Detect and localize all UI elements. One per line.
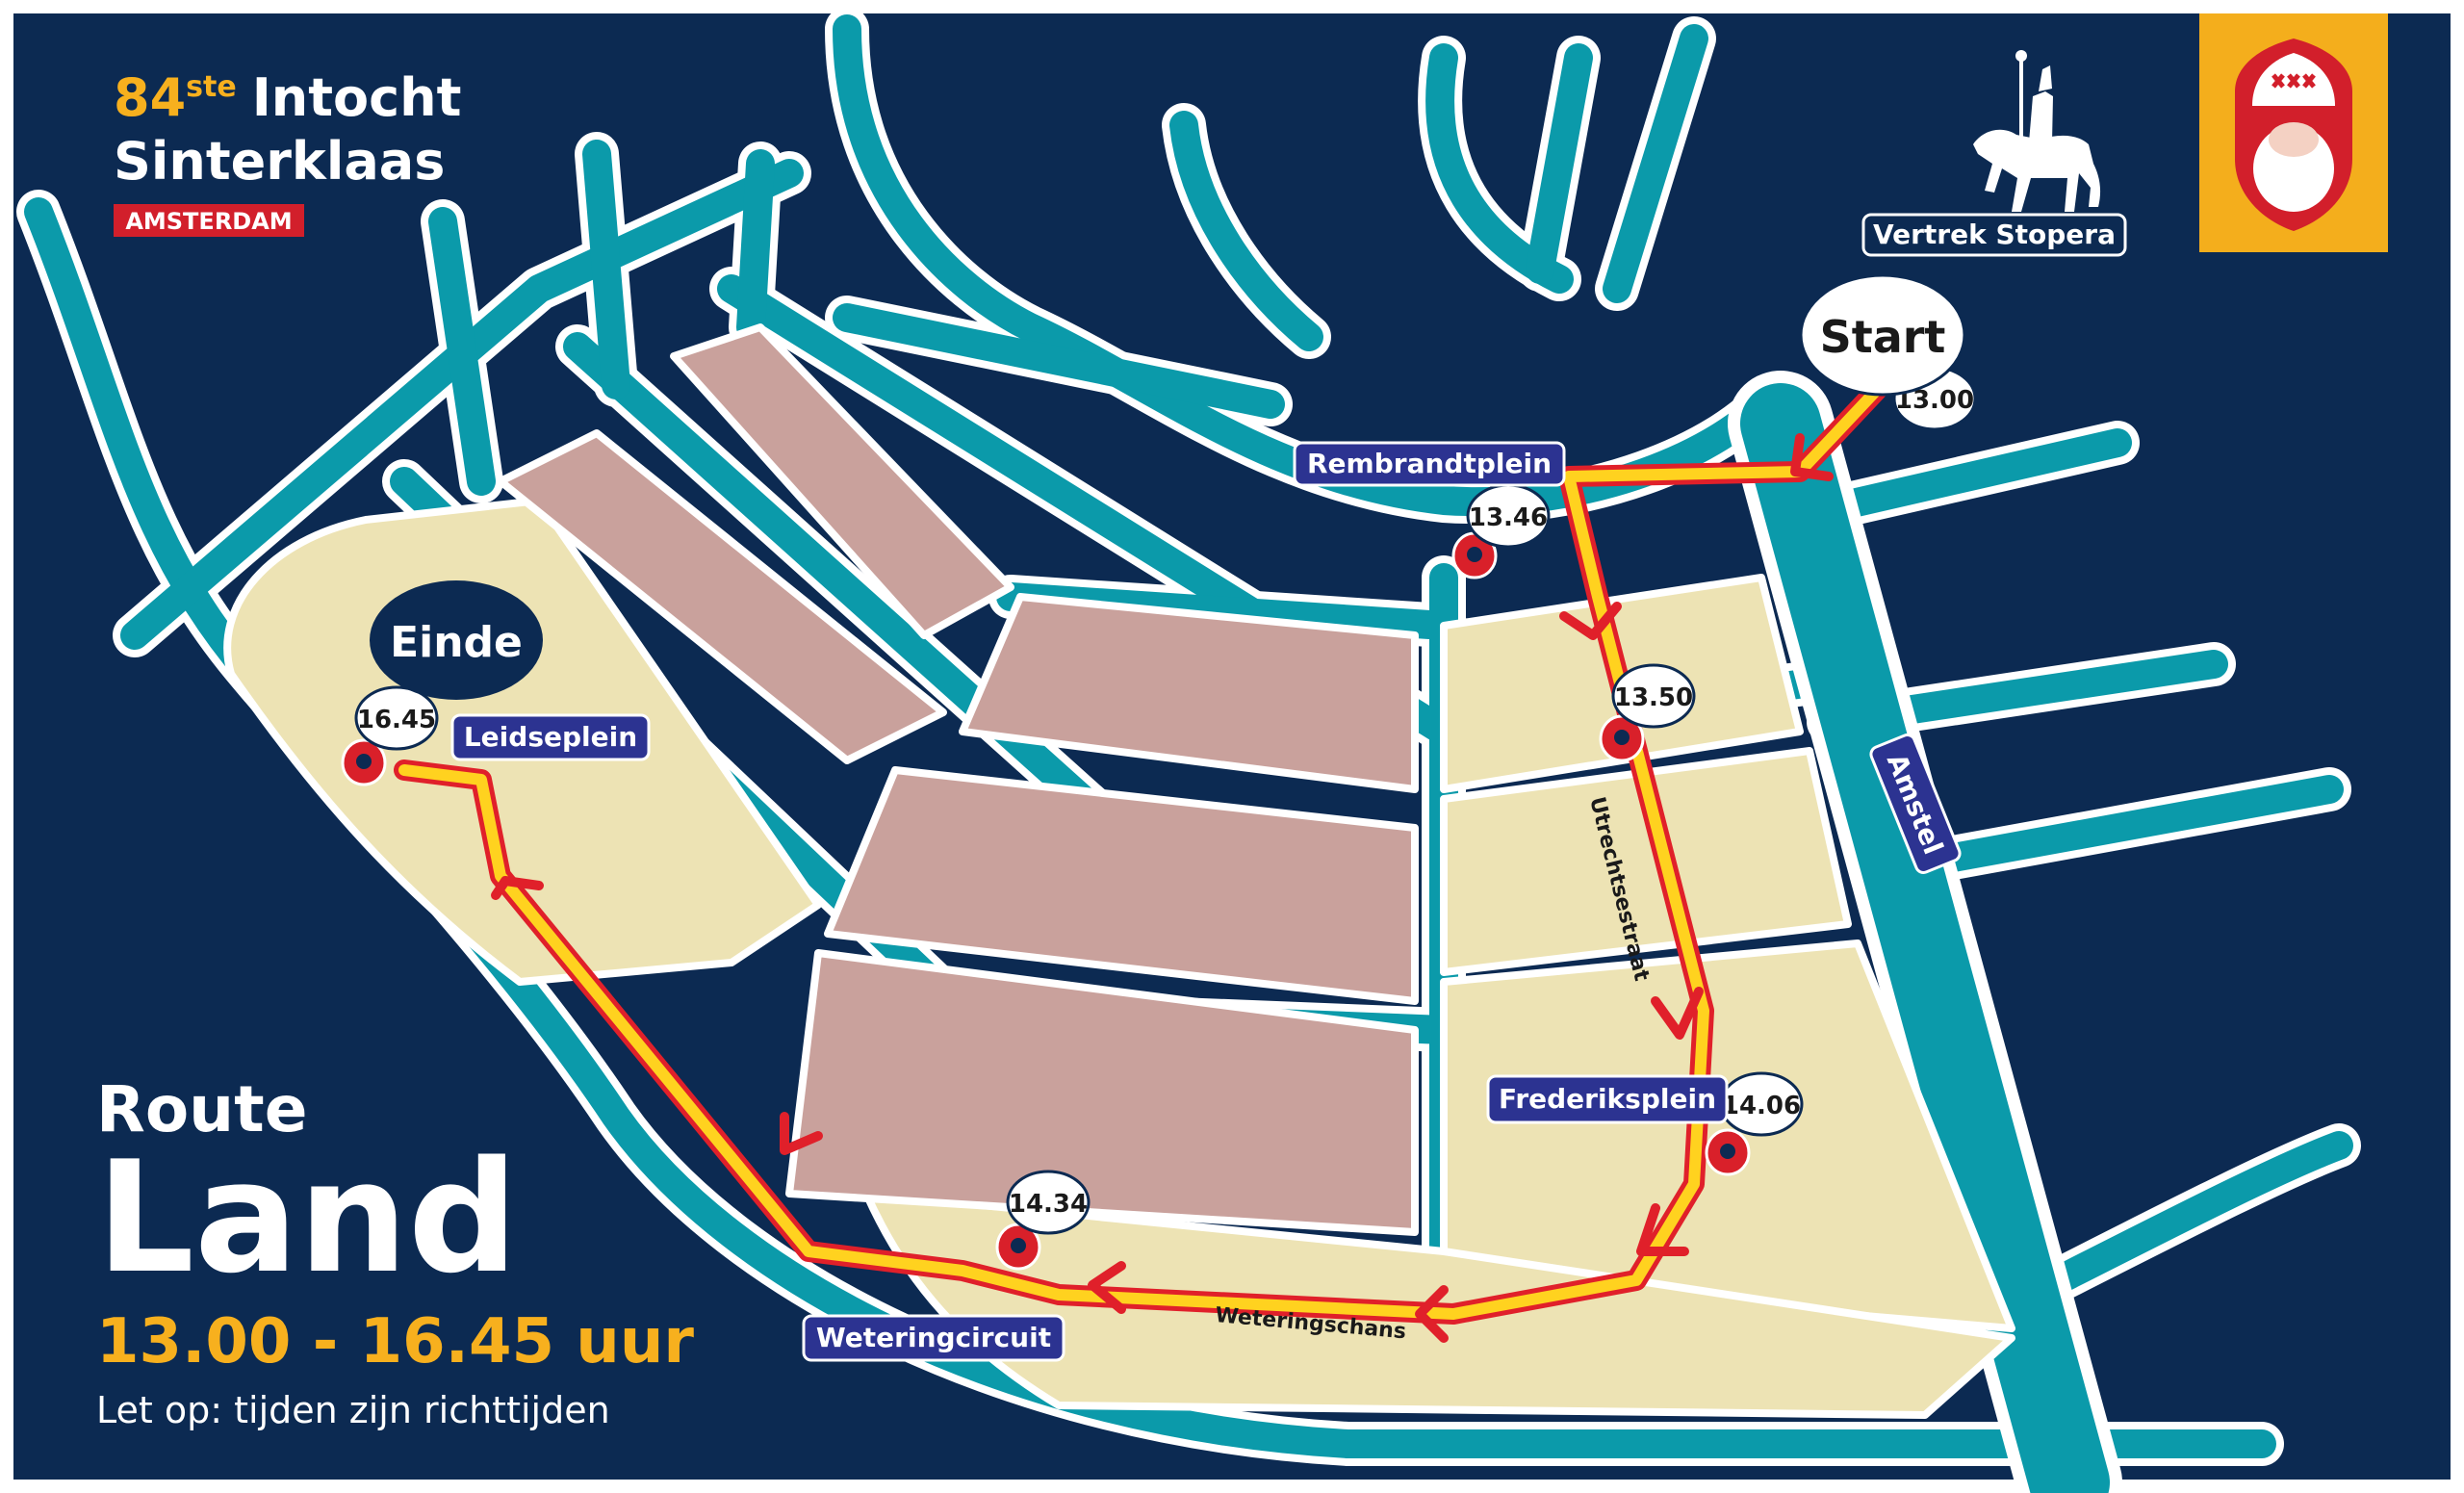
sinterklaas-horse-icon <box>1973 50 2101 212</box>
badge-label: Leidseplein <box>464 721 637 753</box>
start-bubble: Start <box>1799 273 1966 397</box>
time-label: 14.06 <box>1722 1092 1801 1120</box>
start-label: Start <box>1820 311 1946 363</box>
parade-route <box>394 379 1887 1325</box>
time-label: 13.50 <box>1614 683 1693 712</box>
badge-weteringcircuit: Weteringcircuit <box>802 1314 1065 1362</box>
route-arrow-icon <box>491 876 544 900</box>
route-time-range: 13.00 - 16.45 uur <box>96 1306 694 1377</box>
city-blocks <box>497 323 1419 1236</box>
time-bubble-1406: 14.06 <box>1719 1071 1804 1137</box>
city-tag <box>114 204 304 237</box>
end-label: Einde <box>390 618 523 667</box>
route-name: Land <box>96 1127 518 1307</box>
route-note: Let op: tijden zijn richttijden <box>96 1389 610 1431</box>
amsterdam-mitre-logo-icon <box>2199 13 2388 252</box>
route-label: Route <box>96 1072 307 1146</box>
end-bubble: Einde <box>370 580 543 700</box>
time-label: 14.34 <box>1009 1190 1088 1219</box>
route-arrow-icon <box>780 1112 823 1155</box>
badge-leidseplein: Leidseplein <box>450 713 651 761</box>
route-info: Route Land 13.00 - 16.45 uur Let op: tij… <box>96 1072 694 1431</box>
route-arrow-icon <box>1559 602 1622 640</box>
route-arrow-icon <box>1088 1261 1126 1314</box>
location-pin-icon <box>1705 1128 1751 1176</box>
badge-rembrandtplein: Rembrandtplein <box>1293 441 1566 487</box>
place-badges: Rembrandtplein Frederiksplein Weteringci… <box>450 441 1962 1362</box>
badge-frederiksplein: Frederiksplein <box>1486 1074 1729 1124</box>
time-label: 16.45 <box>357 706 436 734</box>
badge-label: Frederiksplein <box>1499 1083 1716 1115</box>
time-bubbles: 13.00 13.46 13.50 14.06 14.34 16.45 <box>354 366 1977 1235</box>
departure-badge: Vertrek Stopera <box>1861 213 2127 257</box>
badge-label: Weteringcircuit <box>816 1322 1051 1353</box>
time-bubble-1645: 16.45 <box>354 685 439 751</box>
route-arrow-icon <box>1651 987 1704 1040</box>
time-label: 13.46 <box>1469 503 1548 532</box>
badge-label: Rembrandtplein <box>1307 448 1552 479</box>
city-tag-label: AMSTERDAM <box>125 208 292 235</box>
departure-label: Vertrek Stopera <box>1873 219 2116 250</box>
time-bubble-1350: 13.50 <box>1611 663 1696 729</box>
route-arrows <box>491 433 1834 1343</box>
time-bubble-1346: 13.46 <box>1466 483 1551 549</box>
route-arrow-icon <box>1790 433 1834 481</box>
route-arrow-icon <box>1636 1203 1689 1256</box>
title-line-2: Sinterklaas <box>114 131 445 192</box>
route-arrow-icon <box>1415 1285 1449 1343</box>
time-bubble-1434: 14.34 <box>1006 1170 1091 1235</box>
